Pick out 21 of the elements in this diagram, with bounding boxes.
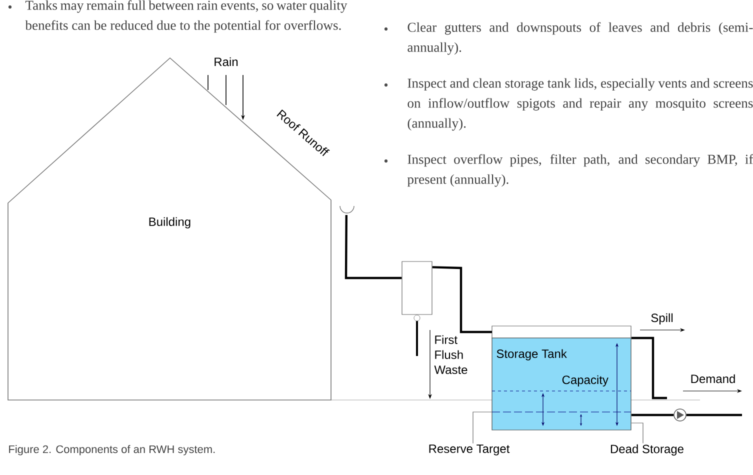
bullet-text: Clear gutters and downspouts of leaves and debris (semi-annually). [408,22,753,55]
pipe [631,336,667,400]
first-flush-diverter [402,261,432,356]
bullet-text: Inspect and clean storage tank lids, especially vents and screens on inflow/outflow spigots and repair any mosquito screens (annually). [408,78,753,131]
pipe [344,215,402,280]
caption: Figure 2. Components of an RWH system. [9,445,215,456]
bullet-text: Tanks may remain full between rain events, so water quality benefits can be reduced due to the potential for overflows. [25,0,348,33]
first-flush-label: First Flush Waste [434,335,468,374]
pipe [432,266,492,334]
bullet-text: Inspect overflow pipes, filter path, and secondary BMP, if present (annually). [407,154,753,187]
leader-label: Dead Storage [610,444,684,456]
pump-icon [674,408,686,422]
pipe [631,414,674,416]
capacity-label: Capacity [562,375,608,386]
leader-label: Reserve Target [429,444,510,456]
leader-line [631,422,644,444]
pipe [686,414,742,416]
leader-line [472,412,492,444]
spill-label: Spill [651,313,673,324]
rain-label: Rain [214,57,238,66]
demand-label: Demand [691,374,735,384]
